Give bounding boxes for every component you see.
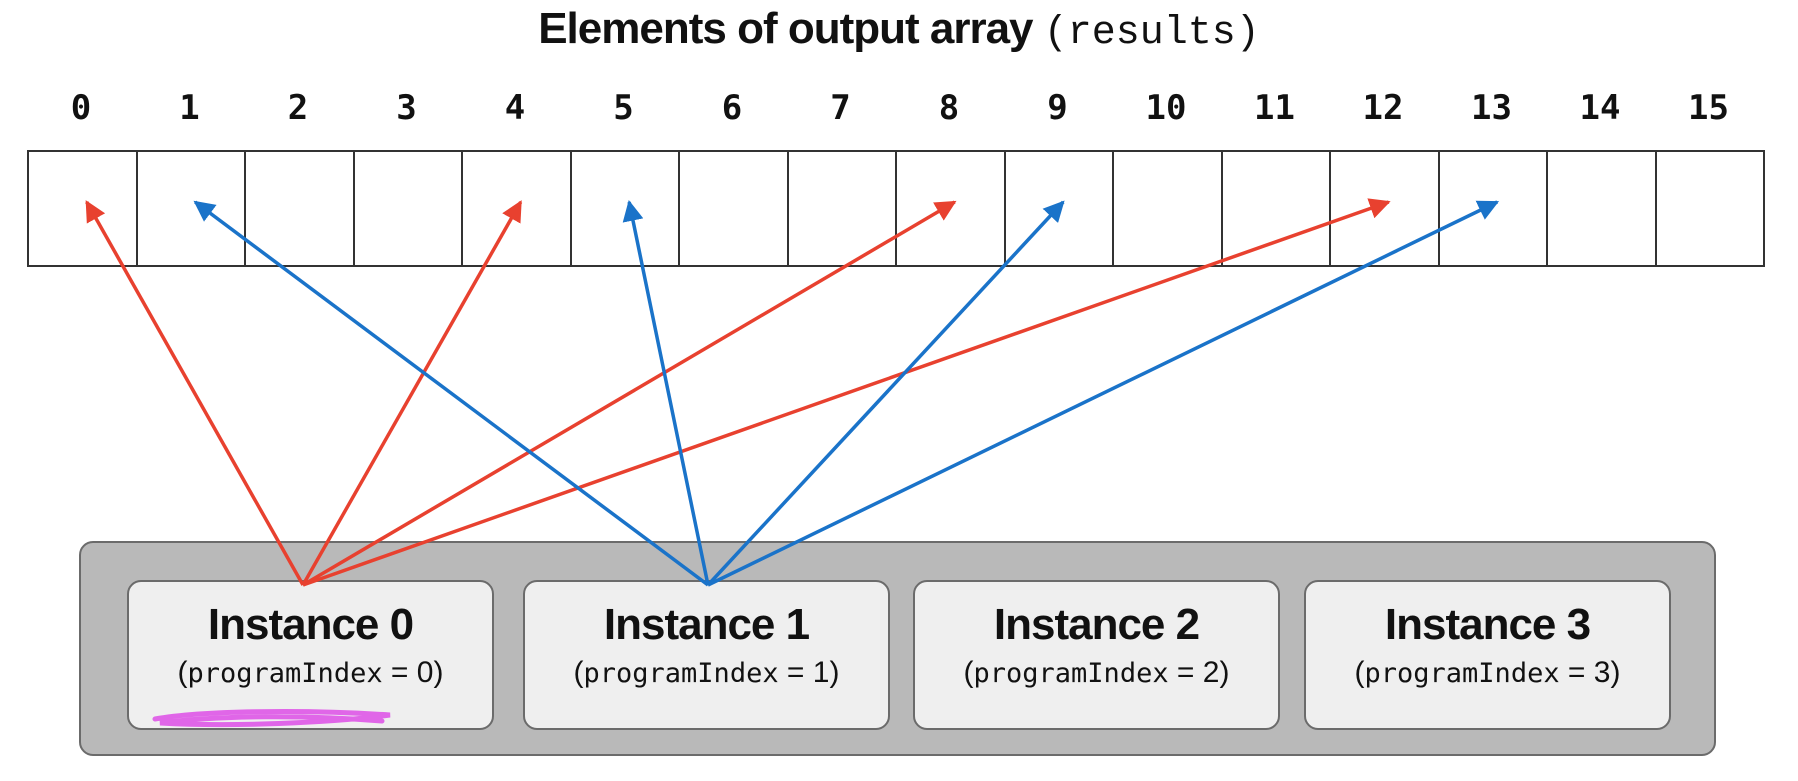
instance-name: Instance 0 — [207, 600, 414, 649]
instance-0-box: Instance 0 (programIndex = 0) — [127, 580, 494, 730]
instance-3-box: Instance 3 (programIndex = 3) — [1304, 580, 1671, 730]
index-label-4: 4 — [504, 88, 526, 128]
array-cell-15 — [1654, 150, 1765, 267]
index-label-7: 7 — [830, 88, 851, 128]
diagram-title: Elements of output array (results) — [0, 4, 1798, 56]
index-label-3: 3 — [396, 88, 417, 128]
index-label-0: 0 — [70, 88, 92, 128]
array-cell-0 — [27, 150, 138, 267]
index-label-2: 2 — [287, 88, 309, 128]
title-code: (results) — [1043, 11, 1260, 56]
array-cell-9 — [1003, 150, 1114, 267]
instance-program-index: (programIndex = 1) — [573, 656, 840, 689]
index-label-1: 1 — [179, 88, 200, 128]
array-cell-11 — [1220, 150, 1331, 267]
array-cell-7 — [786, 150, 897, 267]
index-label-8: 8 — [938, 88, 960, 128]
array-cell-10 — [1112, 150, 1223, 267]
index-label-15: 15 — [1688, 88, 1729, 128]
index-label-13: 13 — [1471, 88, 1512, 128]
instance-name: Instance 1 — [603, 600, 810, 649]
array-cell-3 — [352, 150, 463, 267]
index-label-5: 5 — [613, 88, 634, 128]
instance-program-index: (programIndex = 3) — [1354, 656, 1621, 689]
index-label-9: 9 — [1047, 88, 1068, 128]
instance-program-index: (programIndex = 2) — [963, 656, 1230, 689]
index-label-6: 6 — [721, 88, 743, 128]
array-cell-5 — [569, 150, 680, 267]
instance-name: Instance 2 — [993, 600, 1200, 649]
index-label-12: 12 — [1362, 88, 1404, 128]
index-label-14: 14 — [1579, 88, 1621, 128]
array-cell-14 — [1546, 150, 1657, 267]
array-cell-6 — [678, 150, 789, 267]
instance-1-box: Instance 1 (programIndex = 1) — [523, 580, 890, 730]
instance-program-index: (programIndex = 0) — [177, 656, 444, 689]
index-label-10: 10 — [1145, 88, 1187, 128]
array-cell-1 — [135, 150, 246, 267]
title-text: Elements of output array — [538, 4, 1033, 53]
index-label-11: 11 — [1254, 88, 1295, 128]
instance-2-box: Instance 2 (programIndex = 2) — [913, 580, 1280, 730]
instance-name: Instance 3 — [1384, 600, 1591, 649]
array-cell-8 — [895, 150, 1006, 267]
array-cell-13 — [1437, 150, 1548, 267]
array-cell-2 — [244, 150, 355, 267]
array-cell-12 — [1329, 150, 1440, 267]
highlight-scribble — [152, 709, 391, 728]
array-cell-4 — [461, 150, 572, 267]
